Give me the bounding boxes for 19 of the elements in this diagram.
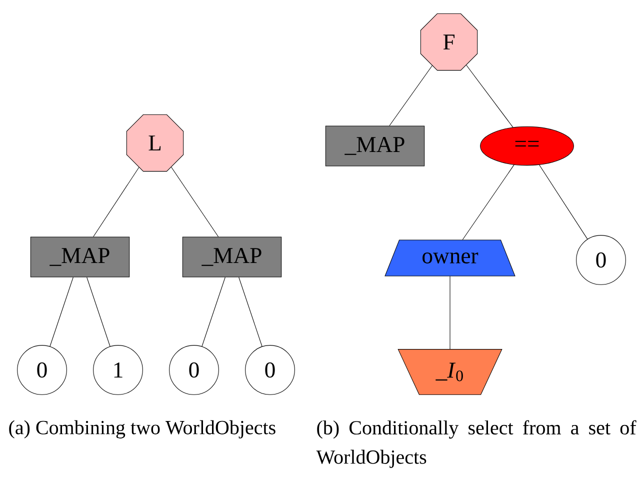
- map-box: _MAP: [30, 236, 130, 278]
- caption: (b) Conditionally select from a set of WorldObjects: [316, 420, 636, 468]
- connector-line: [539, 164, 588, 240]
- connector-line: [238, 277, 262, 347]
- octagon-node: L: [126, 114, 184, 172]
- field-trapezium: owner: [384, 240, 516, 276]
- connector-line: [202, 277, 226, 347]
- connector-line: [389, 65, 432, 126]
- connector-line: [462, 164, 514, 240]
- octagon-node: F: [420, 13, 478, 71]
- variable-trapezium: _I$_{0}$: [398, 349, 502, 395]
- connector-line: [50, 277, 74, 347]
- connector-line: [93, 167, 140, 237]
- connector-line: [466, 64, 514, 128]
- connector-line: [171, 166, 219, 237]
- caption: (a) Combining two WorldObjects: [9, 420, 276, 438]
- map-box: _MAP: [182, 236, 282, 278]
- connector-line: [86, 277, 110, 347]
- map-box: _MAP: [325, 126, 425, 166]
